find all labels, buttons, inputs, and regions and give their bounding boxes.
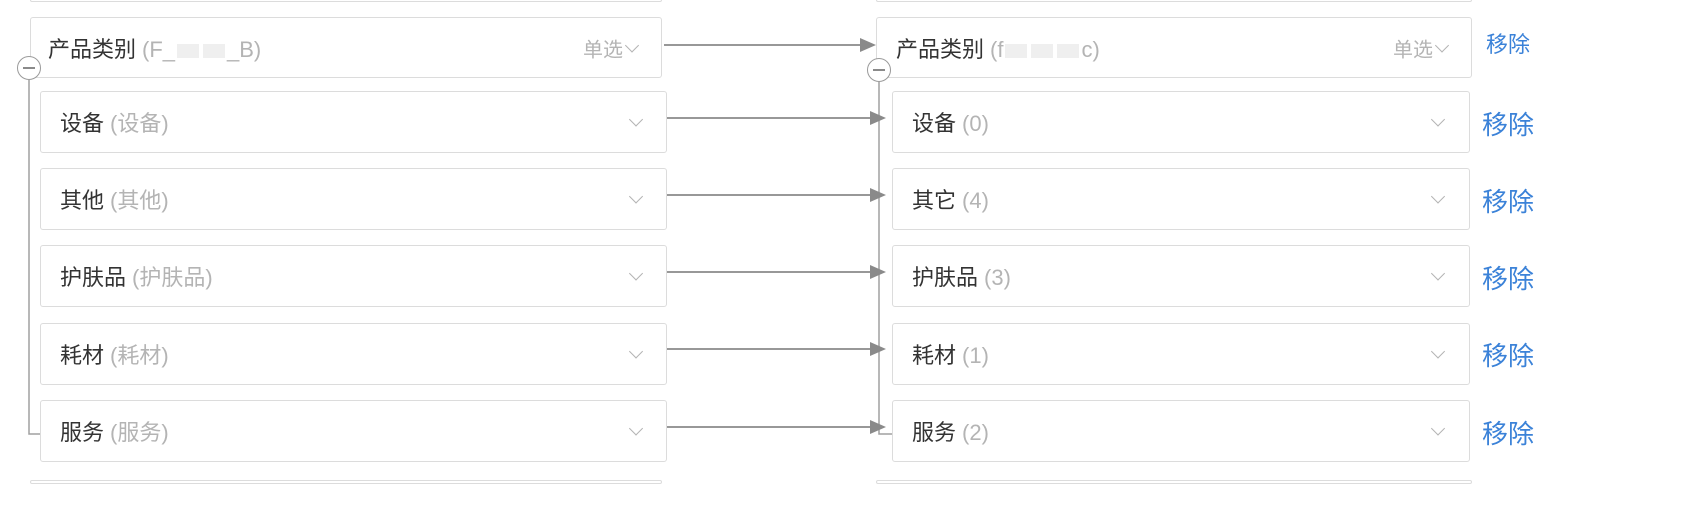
chevron-down-icon — [628, 344, 644, 359]
chevron-down-icon — [624, 37, 640, 53]
left-item-5-field[interactable]: 服务(服务) — [40, 400, 667, 462]
remove-item-1-button[interactable]: 移除 — [1482, 110, 1535, 140]
chevron-down-icon — [1430, 189, 1446, 204]
field-edge-bottom — [876, 480, 1472, 484]
chevron-down-icon — [1430, 421, 1446, 436]
chevron-down-icon — [1430, 112, 1446, 127]
remove-item-2-button[interactable]: 移除 — [1482, 187, 1535, 217]
arrow-head — [870, 188, 886, 202]
left-item-2-field[interactable]: 其他(其他) — [40, 168, 667, 230]
chevron-down-icon — [628, 189, 644, 204]
left-tree-line — [28, 80, 40, 435]
field-edge-bottom — [30, 480, 662, 484]
chevron-down-icon — [1434, 37, 1450, 53]
right-item-2-field[interactable]: 其它(4) — [892, 168, 1470, 230]
right-collapse-button[interactable] — [867, 58, 891, 82]
right-item-4-field[interactable]: 耗材(1) — [892, 323, 1470, 385]
arrow-head — [870, 111, 886, 125]
remove-item-5-button[interactable]: 移除 — [1482, 419, 1535, 449]
chevron-down-icon — [628, 421, 644, 436]
right-item-1-field[interactable]: 设备(0) — [892, 91, 1470, 153]
right-tree-line — [878, 82, 892, 435]
remove-item-3-button[interactable]: 移除 — [1482, 264, 1535, 294]
chevron-down-icon — [1430, 344, 1446, 359]
field-edge-top — [876, 0, 1472, 2]
right-item-5-field[interactable]: 服务(2) — [892, 400, 1470, 462]
right-parent-mode: 单选 — [1393, 39, 1433, 61]
remove-item-4-button[interactable]: 移除 — [1482, 341, 1535, 371]
chevron-down-icon — [1430, 266, 1446, 281]
arrow-head — [870, 265, 886, 279]
left-parent-label: 产品类别(F__B) — [48, 36, 262, 62]
chevron-down-icon — [628, 112, 644, 127]
field-edge-top — [30, 0, 662, 2]
left-parent-field[interactable]: 产品类别(F__B) 单选 — [30, 17, 662, 78]
left-parent-mode: 单选 — [583, 39, 623, 61]
left-collapse-button[interactable] — [17, 56, 41, 80]
arrow-head — [870, 342, 886, 356]
remove-parent-button[interactable]: 移除 — [1486, 32, 1531, 57]
left-item-1-field[interactable]: 设备(设备) — [40, 91, 667, 153]
left-item-3-field[interactable]: 护肤品(护肤品) — [40, 245, 667, 307]
left-item-4-field[interactable]: 耗材(耗材) — [40, 323, 667, 385]
arrow-head — [860, 38, 876, 52]
right-item-3-field[interactable]: 护肤品(3) — [892, 245, 1470, 307]
arrow-head — [870, 420, 886, 434]
chevron-down-icon — [628, 266, 644, 281]
